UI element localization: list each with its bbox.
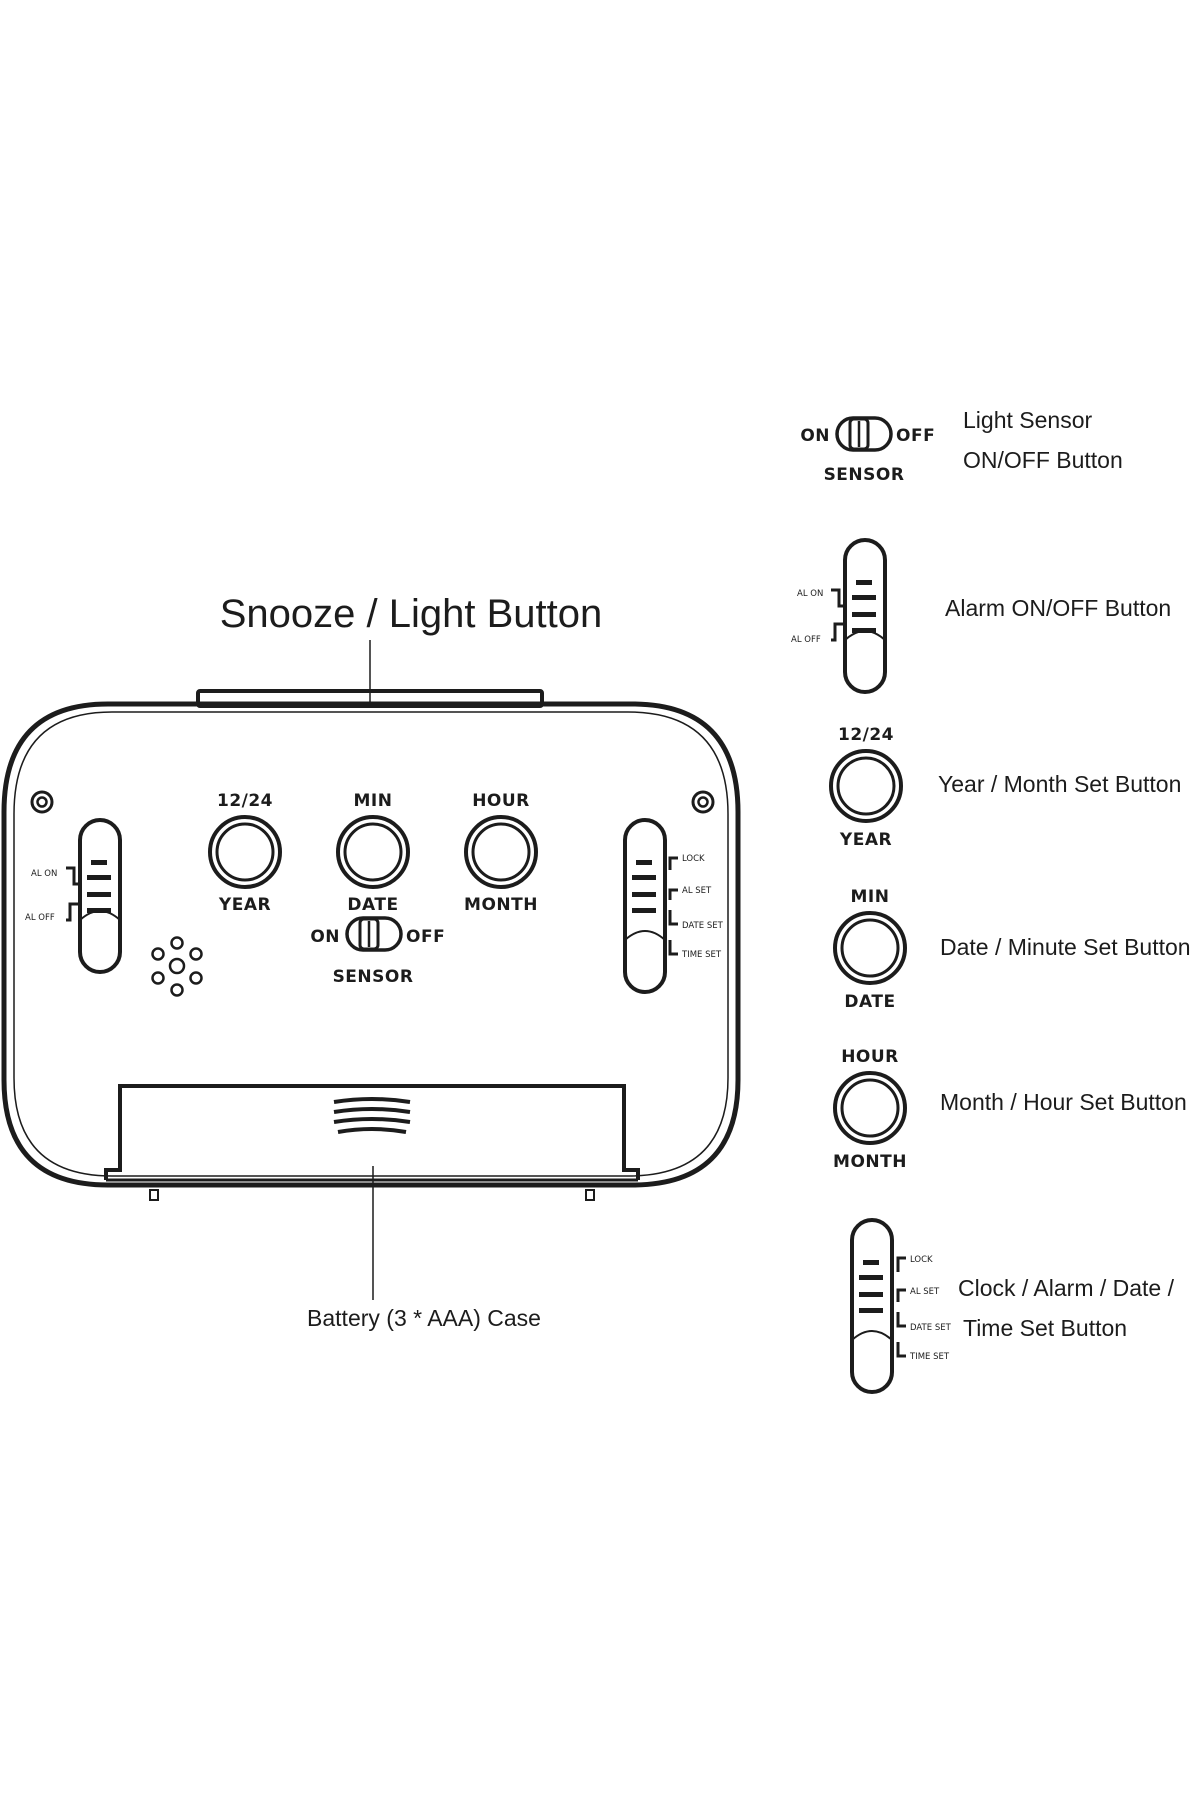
clock-body-inner-outline [13,711,729,1177]
screw-right-icon [691,790,715,814]
legend-year-desc: Year / Month Set Button [938,771,1181,797]
alarm-on-label: AL ON [31,869,57,879]
legend-mode-al-set-label: AL SET [910,1287,940,1297]
legend-sensor-switch [835,416,893,452]
legend-date-bottom-label: DATE [844,992,895,1012]
legend-month-bottom-label: MONTH [833,1152,907,1172]
legend-year-top-label: 12/24 [838,725,894,745]
date-minute-set-button[interactable] [336,815,410,889]
screw-left-icon [30,790,54,814]
battery-door-grip-icon [333,1097,411,1134]
sensor-off-label: OFF [406,927,445,947]
mode-lock-label: LOCK [682,854,705,864]
clock-body-outline [1,701,741,1188]
year-button-top-label: 12/24 [217,791,273,811]
legend-mode-time-set-label: TIME SET [909,1352,950,1362]
legend-mode-date-set-label: DATE SET [910,1323,952,1333]
legend-month-top-label: HOUR [841,1047,899,1067]
legend-sensor-on-label: ON [800,426,830,446]
mode-set-switch[interactable] [623,818,678,994]
legend-mode-lock-label: LOCK [910,1255,933,1265]
legend-sensor-label: SENSOR [824,465,905,485]
clock-body-group: AL ON AL OFF LOCK AL SET DATE SET TIME S… [1,689,741,1201]
legend-year-button [829,749,903,823]
month-hour-set-button[interactable] [464,815,538,889]
legend-alarm-switch [831,538,887,694]
speaker-grille-icon [151,936,203,997]
year-button-bottom-label: YEAR [218,895,271,915]
month-button-bottom-label: MONTH [464,895,538,915]
legend-sensor-desc-line2: ON/OFF Button [963,447,1123,473]
legend-alarm-desc: Alarm ON/OFF Button [945,595,1171,621]
snooze-callout-label: Snooze / Light Button [220,592,603,636]
legend-month-desc: Month / Hour Set Button [940,1089,1187,1115]
legend-alarm-off-label: AL OFF [791,635,821,645]
legend-alarm-on-label: AL ON [797,589,823,599]
legend-month-button [833,1071,907,1145]
mode-al-set-label: AL SET [682,886,712,896]
legend-mode-desc-line1: Clock / Alarm / Date / [958,1275,1175,1301]
legend-year-bottom-label: YEAR [839,830,892,850]
sensor-on-label: ON [310,927,340,947]
battery-case-door[interactable] [104,1084,640,1201]
battery-callout-label: Battery (3 * AAA) Case [307,1305,541,1331]
light-sensor-switch[interactable] [345,916,403,952]
legend-date-top-label: MIN [851,887,890,907]
month-button-top-label: HOUR [472,791,530,811]
legend-date-desc: Date / Minute Set Button [940,934,1191,960]
legend-sensor-desc-line1: Light Sensor [963,407,1092,433]
legend-mode-desc-line2: Time Set Button [963,1315,1127,1341]
mode-date-set-label: DATE SET [682,921,724,931]
sensor-label: SENSOR [333,967,414,987]
date-button-bottom-label: DATE [347,895,398,915]
year-month-set-button[interactable] [208,815,282,889]
legend-sensor-off-label: OFF [896,426,935,446]
legend-mode-switch [850,1218,906,1394]
alarm-off-label: AL OFF [25,913,55,923]
mode-time-set-label: TIME SET [681,950,722,960]
legend-date-button [833,911,907,985]
date-button-top-label: MIN [354,791,393,811]
alarm-on-off-switch[interactable] [66,818,122,974]
